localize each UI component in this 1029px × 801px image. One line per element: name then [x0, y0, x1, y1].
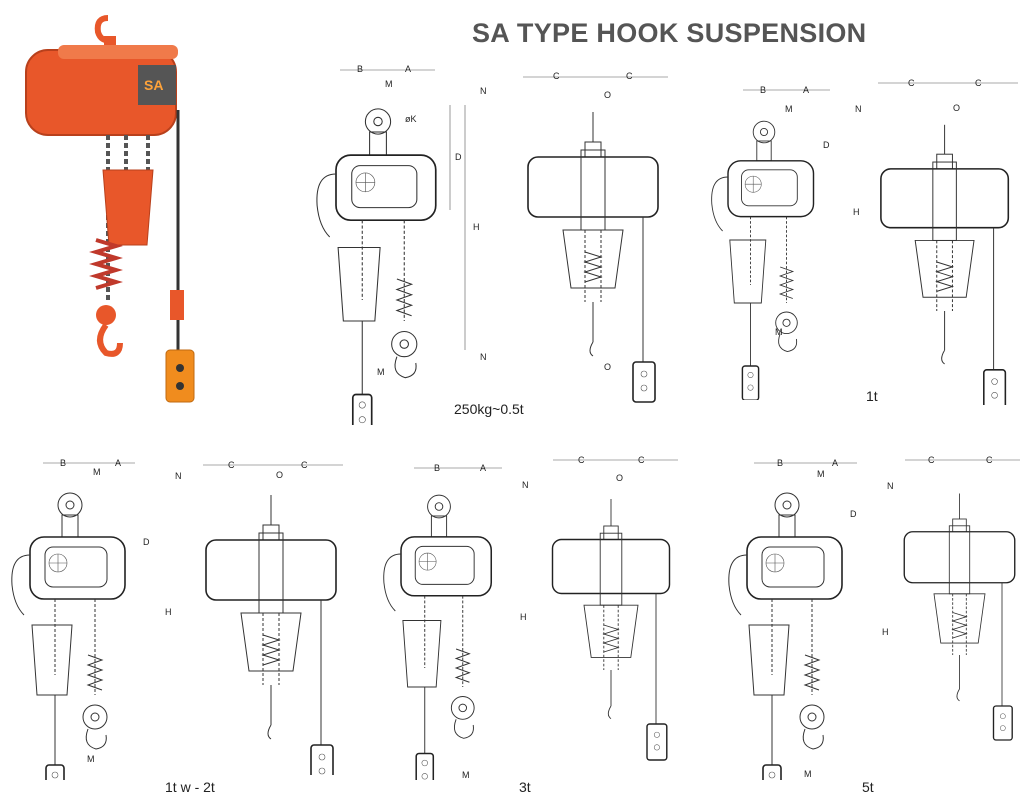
caption-2t: 1t w - 2t [165, 779, 215, 795]
label-m-1t-bottom: M [775, 327, 783, 337]
caption-3t: 3t [519, 779, 531, 795]
label-m-3t-bottom: M [462, 770, 470, 780]
label-h-3t: H [520, 612, 527, 622]
label-m-5t-bottom: M [804, 769, 812, 779]
label-d-5t: D [850, 509, 857, 519]
diagram-5t-side: B A M N D H M [728, 458, 894, 780]
diagram-3t-side: B A N H M [382, 463, 529, 780]
label-c1-1t: C [908, 78, 915, 88]
diagram-5t-front: C C [903, 455, 1020, 741]
label-o-3t: O [616, 473, 623, 483]
label-c2-2t: C [301, 460, 308, 470]
label-m-bottom: M [377, 367, 385, 377]
label-m-1t: M [785, 104, 793, 114]
label-b-1t: B [760, 85, 766, 95]
label-a-2t: A [115, 458, 121, 468]
caption-250kg: 250kg~0.5t [454, 401, 524, 417]
label-a-5t: A [832, 458, 838, 468]
label-d: D [455, 152, 462, 162]
logo-text: SA [144, 77, 163, 93]
label-h: H [473, 222, 480, 232]
label-c1: C [553, 72, 560, 81]
label-n-5t: N [887, 481, 894, 491]
label-c1-2t: C [228, 460, 235, 470]
label-m-2t-bottom: M [87, 754, 95, 764]
label-h-2t: H [165, 607, 172, 617]
label-o-bottom: O [604, 362, 611, 372]
label-o: O [604, 90, 611, 100]
label-a-3t: A [480, 463, 486, 473]
label-c2-1t: C [975, 78, 982, 88]
label-n-bottom: N [480, 352, 487, 362]
label-n: N [480, 86, 487, 96]
label-b-2t: B [60, 458, 66, 468]
diagram-3t-front: C C O [551, 455, 678, 761]
caption-1t: 1t [866, 388, 878, 404]
label-d-2t: D [143, 537, 150, 547]
page-title: SA TYPE HOOK SUSPENSION [472, 18, 867, 48]
label-m-2t: M [93, 467, 101, 477]
label-m: M [385, 79, 393, 89]
diagram-2t-side: B A M N D H M [11, 458, 182, 780]
label-c2: C [626, 72, 633, 81]
label-h-5t: H [882, 627, 889, 637]
label-n-2t: N [175, 471, 182, 481]
label-a-1t: A [803, 85, 809, 95]
label-k: øK [405, 114, 417, 124]
label-n-3t: N [522, 480, 529, 490]
label-c2-3t: C [638, 455, 645, 465]
label-o-1t: O [953, 103, 960, 113]
label-h-1t: H [853, 207, 860, 217]
diagram-250kg-front: C C O O [523, 72, 668, 403]
label-b-3t: B [434, 463, 440, 473]
label-c1-3t: C [578, 455, 585, 465]
label-n-1t: N [855, 104, 862, 114]
hoist-photo: SA [25, 15, 195, 403]
caption-5t: 5t [862, 779, 874, 795]
label-b: B [357, 64, 363, 74]
label-c2-5t: C [986, 455, 993, 465]
label-d-1t: D [823, 140, 830, 150]
diagram-2t-front: C C O [203, 460, 343, 775]
diagram-1t-side: B A M N D H M [710, 85, 862, 400]
label-o-2t: O [276, 470, 283, 480]
diagram-250kg-side: B A M N D H øK M N [316, 64, 487, 425]
label-c1-5t: C [928, 455, 935, 465]
label-m-5t: M [817, 469, 825, 479]
label-b-5t: B [777, 458, 783, 468]
diagram-1t-front: C C O [878, 78, 1018, 405]
label-a: A [405, 64, 411, 74]
